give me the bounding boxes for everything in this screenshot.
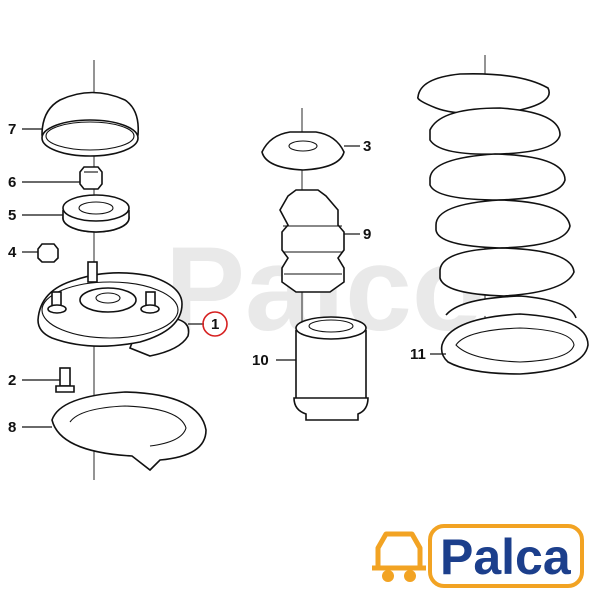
callout-3: 3 bbox=[363, 138, 371, 155]
callout-1: 1 bbox=[211, 316, 219, 333]
part-9-bump-stop bbox=[279, 189, 345, 293]
highlight-circle bbox=[202, 311, 228, 337]
part-6-nut bbox=[79, 166, 103, 190]
part-10-dust-boot bbox=[293, 316, 369, 421]
part-5-bearing bbox=[62, 194, 130, 233]
part-11-coil-spring bbox=[417, 55, 589, 375]
callout-9: 9 bbox=[363, 226, 371, 243]
callout-6: 6 bbox=[8, 174, 16, 191]
logo-text: Palca bbox=[440, 529, 572, 585]
callout-10: 10 bbox=[252, 352, 269, 369]
part-3-spring-cap bbox=[261, 131, 345, 171]
logo-frame bbox=[428, 524, 584, 588]
part-4-nut bbox=[37, 243, 59, 263]
part-8-spring-pad bbox=[51, 391, 207, 472]
part-2-bolt bbox=[55, 367, 75, 393]
car-icon bbox=[372, 531, 426, 582]
callout-2: 2 bbox=[8, 372, 16, 389]
part-1-strut-mount bbox=[37, 261, 190, 357]
callout-7: 7 bbox=[8, 121, 16, 138]
part-7-dust-cap bbox=[41, 91, 140, 157]
callout-5: 5 bbox=[8, 207, 16, 224]
callout-8: 8 bbox=[8, 419, 16, 436]
callout-11: 11 bbox=[410, 346, 426, 363]
palca-logo: Palca bbox=[372, 524, 584, 588]
callout-4: 4 bbox=[8, 244, 17, 261]
